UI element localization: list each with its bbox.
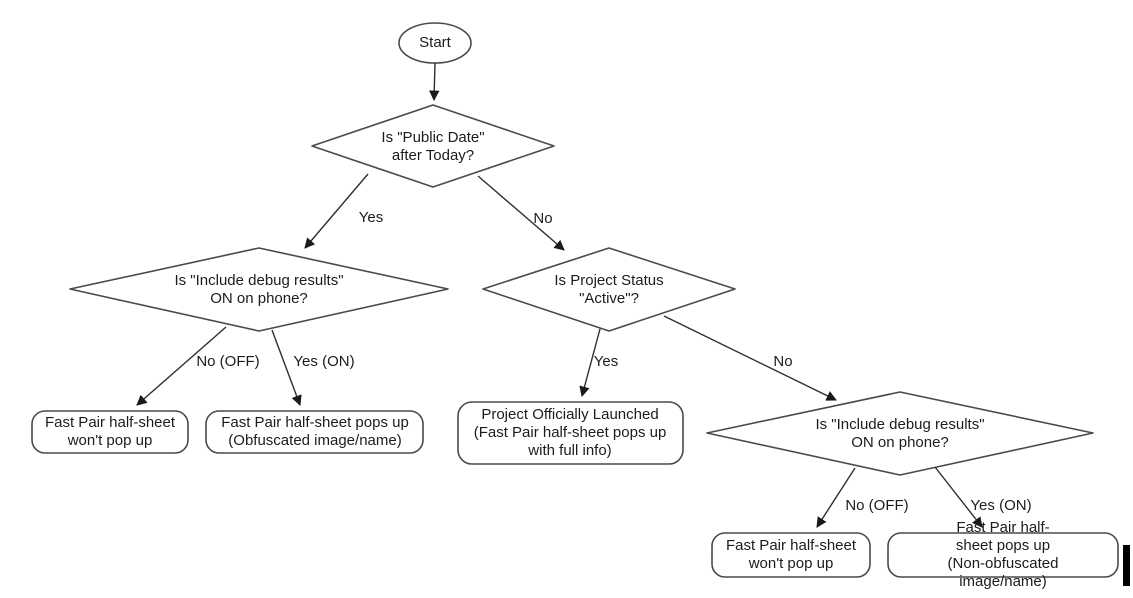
edge-yes-top [304, 173, 369, 249]
edge-no-mid [663, 315, 837, 401]
decision-project-status [482, 247, 736, 332]
decision-public-date [311, 104, 555, 188]
edge-no-off-left [136, 326, 227, 406]
edge-no-off-right [816, 467, 856, 528]
edge-no-top [477, 175, 565, 251]
result-no-popup-left [31, 410, 189, 454]
start-node [398, 22, 472, 64]
result-launched [457, 401, 684, 465]
edge-start-to-public-date [429, 62, 440, 102]
text-caret [1123, 545, 1130, 586]
edge-yes-on-right [934, 466, 983, 528]
decision-debug-right [706, 391, 1094, 476]
decision-debug-left [69, 247, 449, 332]
edge-yes-mid [579, 328, 601, 398]
result-obfuscated [205, 410, 424, 454]
edge-yes-on-left [271, 329, 302, 406]
result-no-popup-right [711, 532, 871, 578]
result-non-obfuscated [887, 532, 1119, 578]
